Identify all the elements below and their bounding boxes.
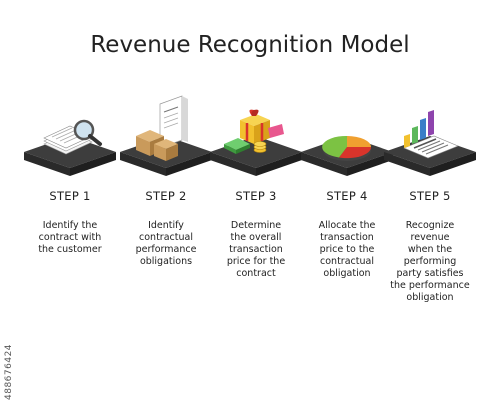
bar-chart-report-icon [382,92,478,180]
step-description: Allocate the transaction price to the co… [318,220,376,279]
gift-money-icon [208,92,304,180]
step-label: STEP 1 [49,189,91,203]
step-3: STEP 3 Determine the overall transaction… [208,92,304,312]
boxes-document-icon [118,92,214,180]
step-5: STEP 5 Recognize revenue when the perfor… [382,92,478,312]
page-title: Revenue Recognition Model [90,32,410,58]
step-2: STEP 2 Identify contractual performance … [118,92,214,312]
step-description: Recognize revenue when the performing pa… [390,220,470,303]
step-label: STEP 3 [235,189,277,203]
step-4: STEP 4 Allocate the transaction price to… [299,92,395,312]
watermark-id: 488676424 [4,343,14,400]
step-label: STEP 2 [145,189,187,203]
step-1: STEP 1 Identify the contract with the cu… [22,92,118,312]
step-description: Determine the overall transaction price … [226,220,286,279]
step-description: Identify contractual performance obligat… [135,220,197,267]
step-description: Identify the contract with the customer [38,220,102,255]
pie-chart-icon [299,92,395,180]
step-label: STEP 5 [409,189,451,203]
step-label: STEP 4 [326,189,368,203]
contract-magnifier-icon [22,92,118,180]
